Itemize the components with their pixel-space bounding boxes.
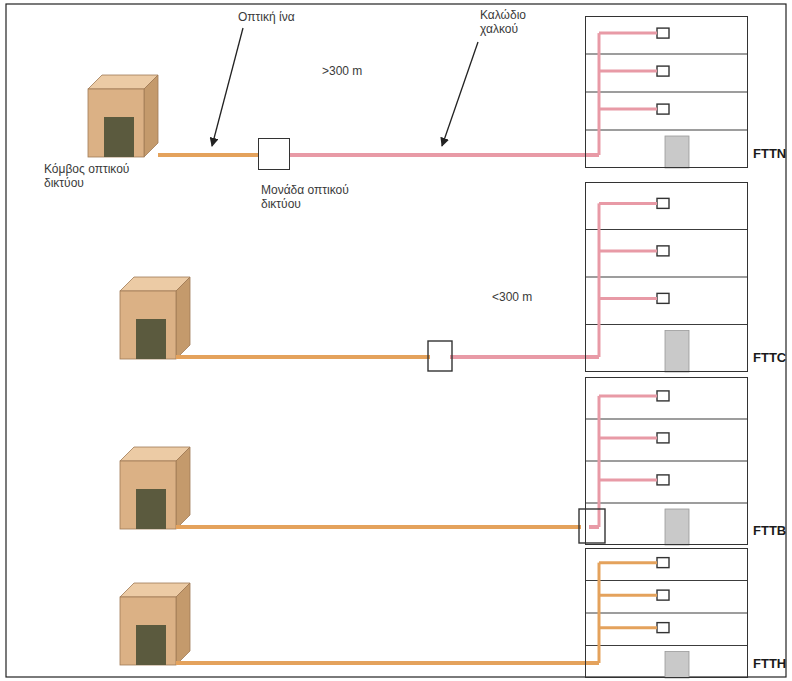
callout-label: Καλώδιο χαλκού: [480, 8, 546, 36]
building-floors: [585, 28, 748, 168]
fiber-cable: [158, 153, 258, 157]
wall-outlet: [657, 391, 669, 401]
wall-outlet: [657, 246, 669, 256]
wall-outlet: [657, 198, 669, 208]
network-node-cube: [120, 583, 190, 665]
building-floors: [585, 198, 748, 372]
network-node: Κόμβος οπτικού δικτύου: [88, 84, 158, 155]
wall-outlet: [657, 104, 669, 114]
building: FTTC: [585, 182, 748, 372]
floor-cable: [599, 478, 657, 481]
architecture-label: FTTC: [753, 351, 786, 365]
frame: [6, 4, 786, 677]
network-node-cube: [88, 75, 158, 157]
callout-arrow: [212, 28, 243, 146]
wall-outlet: [657, 66, 669, 76]
network-node-cube: [120, 277, 190, 359]
floor-cable: [599, 561, 657, 564]
riser-cable: [598, 203, 601, 357]
node-caption: Μονάδα οπτικού δικτύου: [261, 183, 381, 211]
distance-label: >300 m: [322, 64, 362, 78]
fiber-cable: [176, 355, 430, 359]
riser-cable: [598, 563, 601, 663]
copper-cable: [450, 355, 599, 359]
copper-cable: [589, 525, 599, 529]
floor-cable: [599, 32, 657, 35]
wall-outlet: [657, 433, 669, 443]
wall-outlet: [657, 590, 669, 600]
floor-cable: [599, 202, 657, 205]
buildings-and-nodes: [88, 28, 748, 678]
wall-outlet: [657, 558, 669, 568]
riser-cable: [598, 33, 601, 155]
wall-outlet: [657, 475, 669, 485]
floor-cable: [599, 249, 657, 252]
building: FTTB: [585, 377, 748, 545]
floor-cable: [599, 394, 657, 397]
network-unit-box: Μονάδα οπτικού δικτύου: [258, 138, 290, 170]
copper-cable: [585, 153, 599, 157]
copper-cable: [290, 153, 585, 157]
optical-network-unit: [428, 341, 452, 371]
callout-label: Οπτική ίνα: [238, 10, 328, 24]
architecture-label: FTTN: [753, 147, 786, 161]
fiber-cable: [176, 525, 581, 529]
building: FTTN: [585, 16, 748, 168]
riser-cable: [598, 396, 601, 527]
floor-cable: [599, 108, 657, 111]
wall-outlet: [657, 28, 669, 38]
node-caption: Κόμβος οπτικού δικτύου: [44, 162, 168, 190]
floor-cable: [599, 436, 657, 439]
floor-cable: [599, 594, 657, 597]
floor-cable: [599, 70, 657, 73]
callout-arrow: [442, 42, 478, 146]
network-node-cube: [120, 447, 190, 529]
distance-label: <300 m: [492, 290, 562, 304]
optical-network-unit: [579, 509, 605, 543]
building-floors: [585, 391, 748, 545]
architecture-label: FTTH: [753, 657, 786, 671]
floor-cable: [599, 297, 657, 300]
building: FTTH: [585, 548, 748, 678]
wall-outlet: [657, 623, 669, 633]
wall-outlet: [657, 293, 669, 303]
fiber-cable: [176, 661, 599, 665]
architecture-label: FTTB: [753, 524, 786, 538]
floor-cable: [599, 626, 657, 629]
building-floors: [585, 558, 748, 678]
